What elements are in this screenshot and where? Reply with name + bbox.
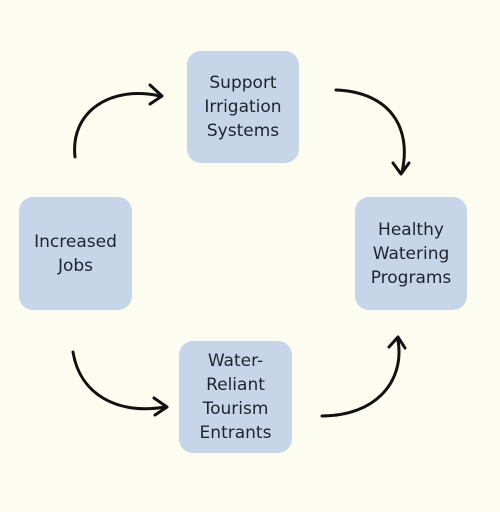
- arrow-support-to-healthy: [334, 88, 411, 176]
- node-label-line: Reliant: [206, 375, 265, 395]
- node-label-line: Increased: [34, 231, 117, 252]
- node-label-line: Systems: [206, 121, 280, 141]
- arrow-jobs-to-water: [71, 350, 169, 417]
- node-label-line: Healthy: [378, 219, 444, 240]
- node-label-line: Tourism: [202, 399, 269, 419]
- node-label-line: Programs: [370, 267, 452, 288]
- node-label-line: Irrigation: [204, 97, 282, 117]
- node-label-line: Watering: [372, 243, 450, 264]
- arrow-jobs-to-support: [73, 83, 164, 159]
- node-label-line: Jobs: [57, 255, 94, 276]
- arrow-water-to-healthy: [320, 335, 407, 418]
- node-label-line: Water-: [207, 351, 264, 371]
- node-label-line: Entrants: [199, 423, 272, 443]
- node-label-line: Support: [209, 73, 277, 93]
